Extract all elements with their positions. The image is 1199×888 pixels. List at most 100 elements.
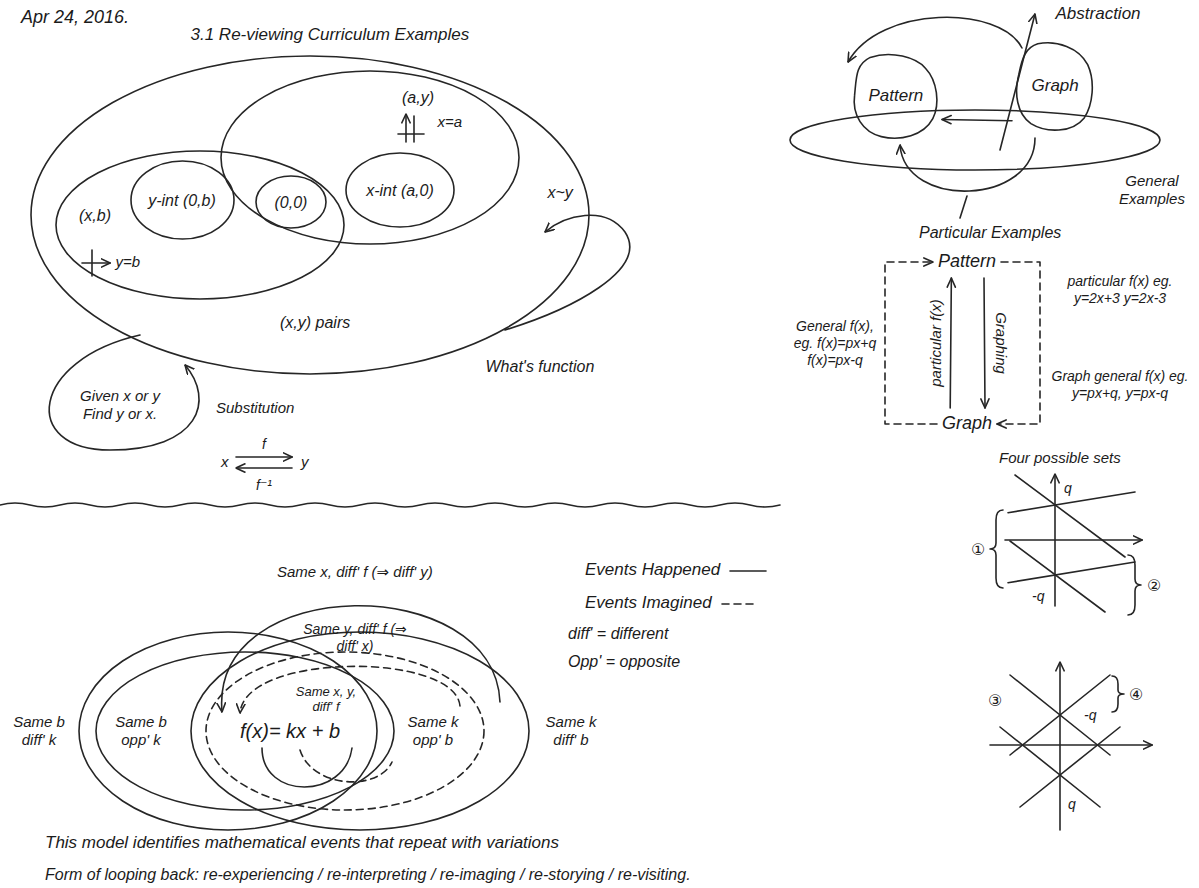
heading: 3.1 Re-viewing Curriculum Examples (191, 25, 470, 45)
origin-circle: (0,0) (255, 175, 327, 229)
set-ellipse: x-int (a,0) (345, 152, 455, 228)
outline-blob (1017, 43, 1093, 130)
concept-node: Graph (937, 408, 997, 440)
axis-symbol (413, 116, 415, 142)
note-label: Four possible sets (999, 449, 1121, 467)
arrow-head (924, 258, 933, 266)
note-label: Same y, diff' f (⇒ diff' x) (299, 621, 411, 655)
connector (942, 116, 1012, 124)
outline-ellipse (191, 632, 529, 830)
graph-line (1008, 562, 1135, 583)
set-ellipse: (x,y) pairs(x,b)y=by-int (0,b)(0,0)(a,y)… (30, 55, 590, 375)
graph-line (1010, 675, 1110, 755)
node-text: x-int (a,0) (365, 181, 435, 200)
note-label: Same x, y, diff' f (292, 684, 360, 715)
note-label: -q (1084, 707, 1096, 724)
note-label: Substitution (216, 399, 294, 417)
node-text: Same b opp' k (111, 713, 171, 749)
arrow-head (942, 116, 951, 124)
node-text: Graph (942, 413, 992, 435)
legend-row: Events Happened (585, 560, 768, 580)
node-text: (x,y) pairs (280, 313, 350, 332)
graph-line (1000, 727, 1100, 807)
event-arc (222, 606, 500, 712)
connector-line (984, 278, 985, 408)
note-label: Graph general f(x) eg. y=px+q, y=px-q (1047, 368, 1193, 402)
graph-line (1015, 475, 1125, 557)
legend-text: diff' = different (568, 625, 668, 642)
outline-ellipse (79, 632, 377, 830)
note-label: x~y (548, 183, 573, 202)
legend-row: Events Imagined (585, 593, 760, 613)
note-label: ② (1147, 576, 1161, 595)
node-text: x=a (438, 113, 463, 131)
note-label: ④ (1129, 685, 1143, 704)
node-text: (a,y) (402, 88, 434, 107)
graph-axis (1059, 662, 1061, 830)
note-label: What's function (486, 357, 595, 376)
node-text: y=b (116, 253, 141, 271)
axis-symbol (82, 262, 110, 264)
node-outline (55, 150, 345, 300)
legend-line (730, 570, 766, 572)
concept-node: Pattern (933, 246, 1001, 278)
set-ellipse: (x,b)y=by-int (0,b) (55, 150, 345, 300)
edge-label: particular f(x) (927, 299, 945, 387)
leader-line (960, 196, 967, 218)
note-label: Form of looping back: re-experiencing / … (45, 865, 691, 884)
node-text: (0,0) (275, 193, 308, 212)
divider-wave (0, 503, 780, 507)
map-arrow (236, 456, 292, 458)
note-label: Apr 24, 2016. (21, 7, 129, 29)
legend-text: Events Happened (585, 560, 720, 579)
graph-line (1010, 541, 1105, 612)
node-text: Same b diff' k (6, 713, 72, 749)
concept-blob: Pattern (850, 52, 942, 142)
outline-ellipse (346, 153, 454, 227)
node-text: y-int (0,b) (147, 191, 217, 210)
graph-axis (990, 744, 1152, 746)
edge-label: General f(x), eg. f(x)=px+q f(x)=px-q (791, 318, 879, 368)
note-label: ① (971, 540, 985, 559)
brace (990, 510, 1003, 588)
map-arrow (236, 467, 292, 469)
note-label: -q (1032, 588, 1044, 605)
arrow-head (981, 399, 989, 408)
node-text: Same k diff' b (538, 713, 604, 749)
note-label: q (1064, 480, 1072, 497)
graph-axis (1054, 474, 1056, 606)
node-text: Same k opp' b (403, 713, 463, 749)
node-text: Pattern (869, 86, 924, 106)
loop-arrow (848, 17, 1022, 62)
graph-line (1010, 675, 1110, 755)
outline-ellipse (56, 151, 344, 299)
concept-blob: Graph (1012, 40, 1098, 135)
note-label: f⁻¹ (256, 477, 272, 494)
note-label: f (262, 436, 266, 453)
outline-ellipse (206, 652, 484, 810)
general-examples-ring (790, 110, 1160, 170)
legend-sample (720, 599, 760, 609)
caption: This model identifies mathematical event… (45, 833, 559, 853)
note-label: Abstraction (1056, 4, 1141, 24)
note-label: x (221, 453, 229, 471)
node-text: Graph (1032, 76, 1079, 96)
outline-blob (854, 55, 937, 139)
connector-line (942, 120, 1012, 121)
node-outline (220, 70, 520, 245)
connector-line (950, 278, 951, 408)
legend-row: diff' = different (568, 624, 668, 643)
loop-arrow (900, 138, 1035, 191)
loop-arrow (49, 335, 199, 450)
edge-label: Graphing (992, 312, 1010, 374)
legend-sample (728, 566, 768, 576)
set-ellipse: (a,y)x=a x-int (a,0) (220, 70, 520, 245)
brace (1112, 676, 1124, 712)
outline-ellipse (221, 71, 519, 244)
connector (981, 278, 989, 408)
set-ellipse: y-int (0,b) (130, 160, 235, 240)
loop-arrow (505, 215, 630, 330)
